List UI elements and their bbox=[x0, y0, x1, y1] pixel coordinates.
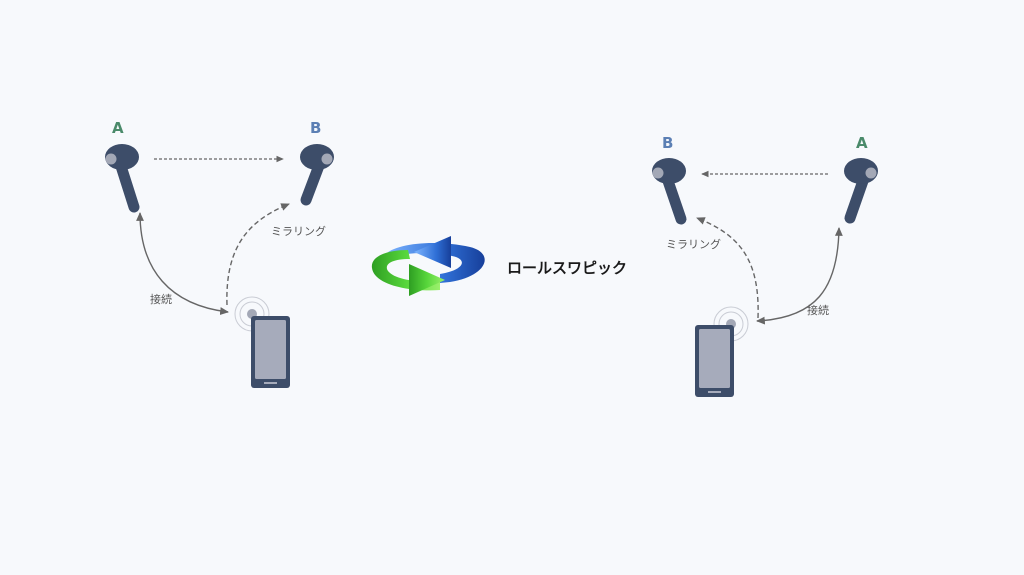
right-diagram: B A 接続 ミラリング bbox=[652, 134, 878, 397]
left-connect-arrow bbox=[136, 212, 229, 315]
right-mirroring-label: ミラリング bbox=[666, 237, 721, 251]
right-connect-arrow bbox=[756, 227, 843, 325]
right-earbud-a-icon bbox=[844, 158, 878, 224]
swap-title: ロールスワピック bbox=[507, 259, 627, 277]
right-connect-label: 接続 bbox=[807, 303, 829, 317]
left-connect-label: 接続 bbox=[150, 292, 172, 306]
swap-arrows-icon bbox=[371, 236, 485, 296]
left-mirroring-label: ミラリング bbox=[271, 224, 326, 238]
left-earbud-a-label: A bbox=[112, 119, 124, 137]
left-earbud-b-label: B bbox=[310, 119, 321, 137]
left-diagram: A B 接続 ミラリング bbox=[105, 119, 334, 388]
left-earbud-a-icon bbox=[105, 144, 140, 213]
right-earbud-a-label: A bbox=[856, 134, 868, 152]
left-phone-icon bbox=[251, 316, 290, 388]
right-mirroring-arrow bbox=[696, 217, 759, 319]
left-mirroring-arrow bbox=[226, 203, 290, 306]
right-phone-icon bbox=[695, 325, 734, 397]
right-earbud-b-icon bbox=[652, 158, 687, 225]
right-earbud-b-label: B bbox=[662, 134, 673, 152]
left-earbud-b-icon bbox=[300, 144, 334, 206]
